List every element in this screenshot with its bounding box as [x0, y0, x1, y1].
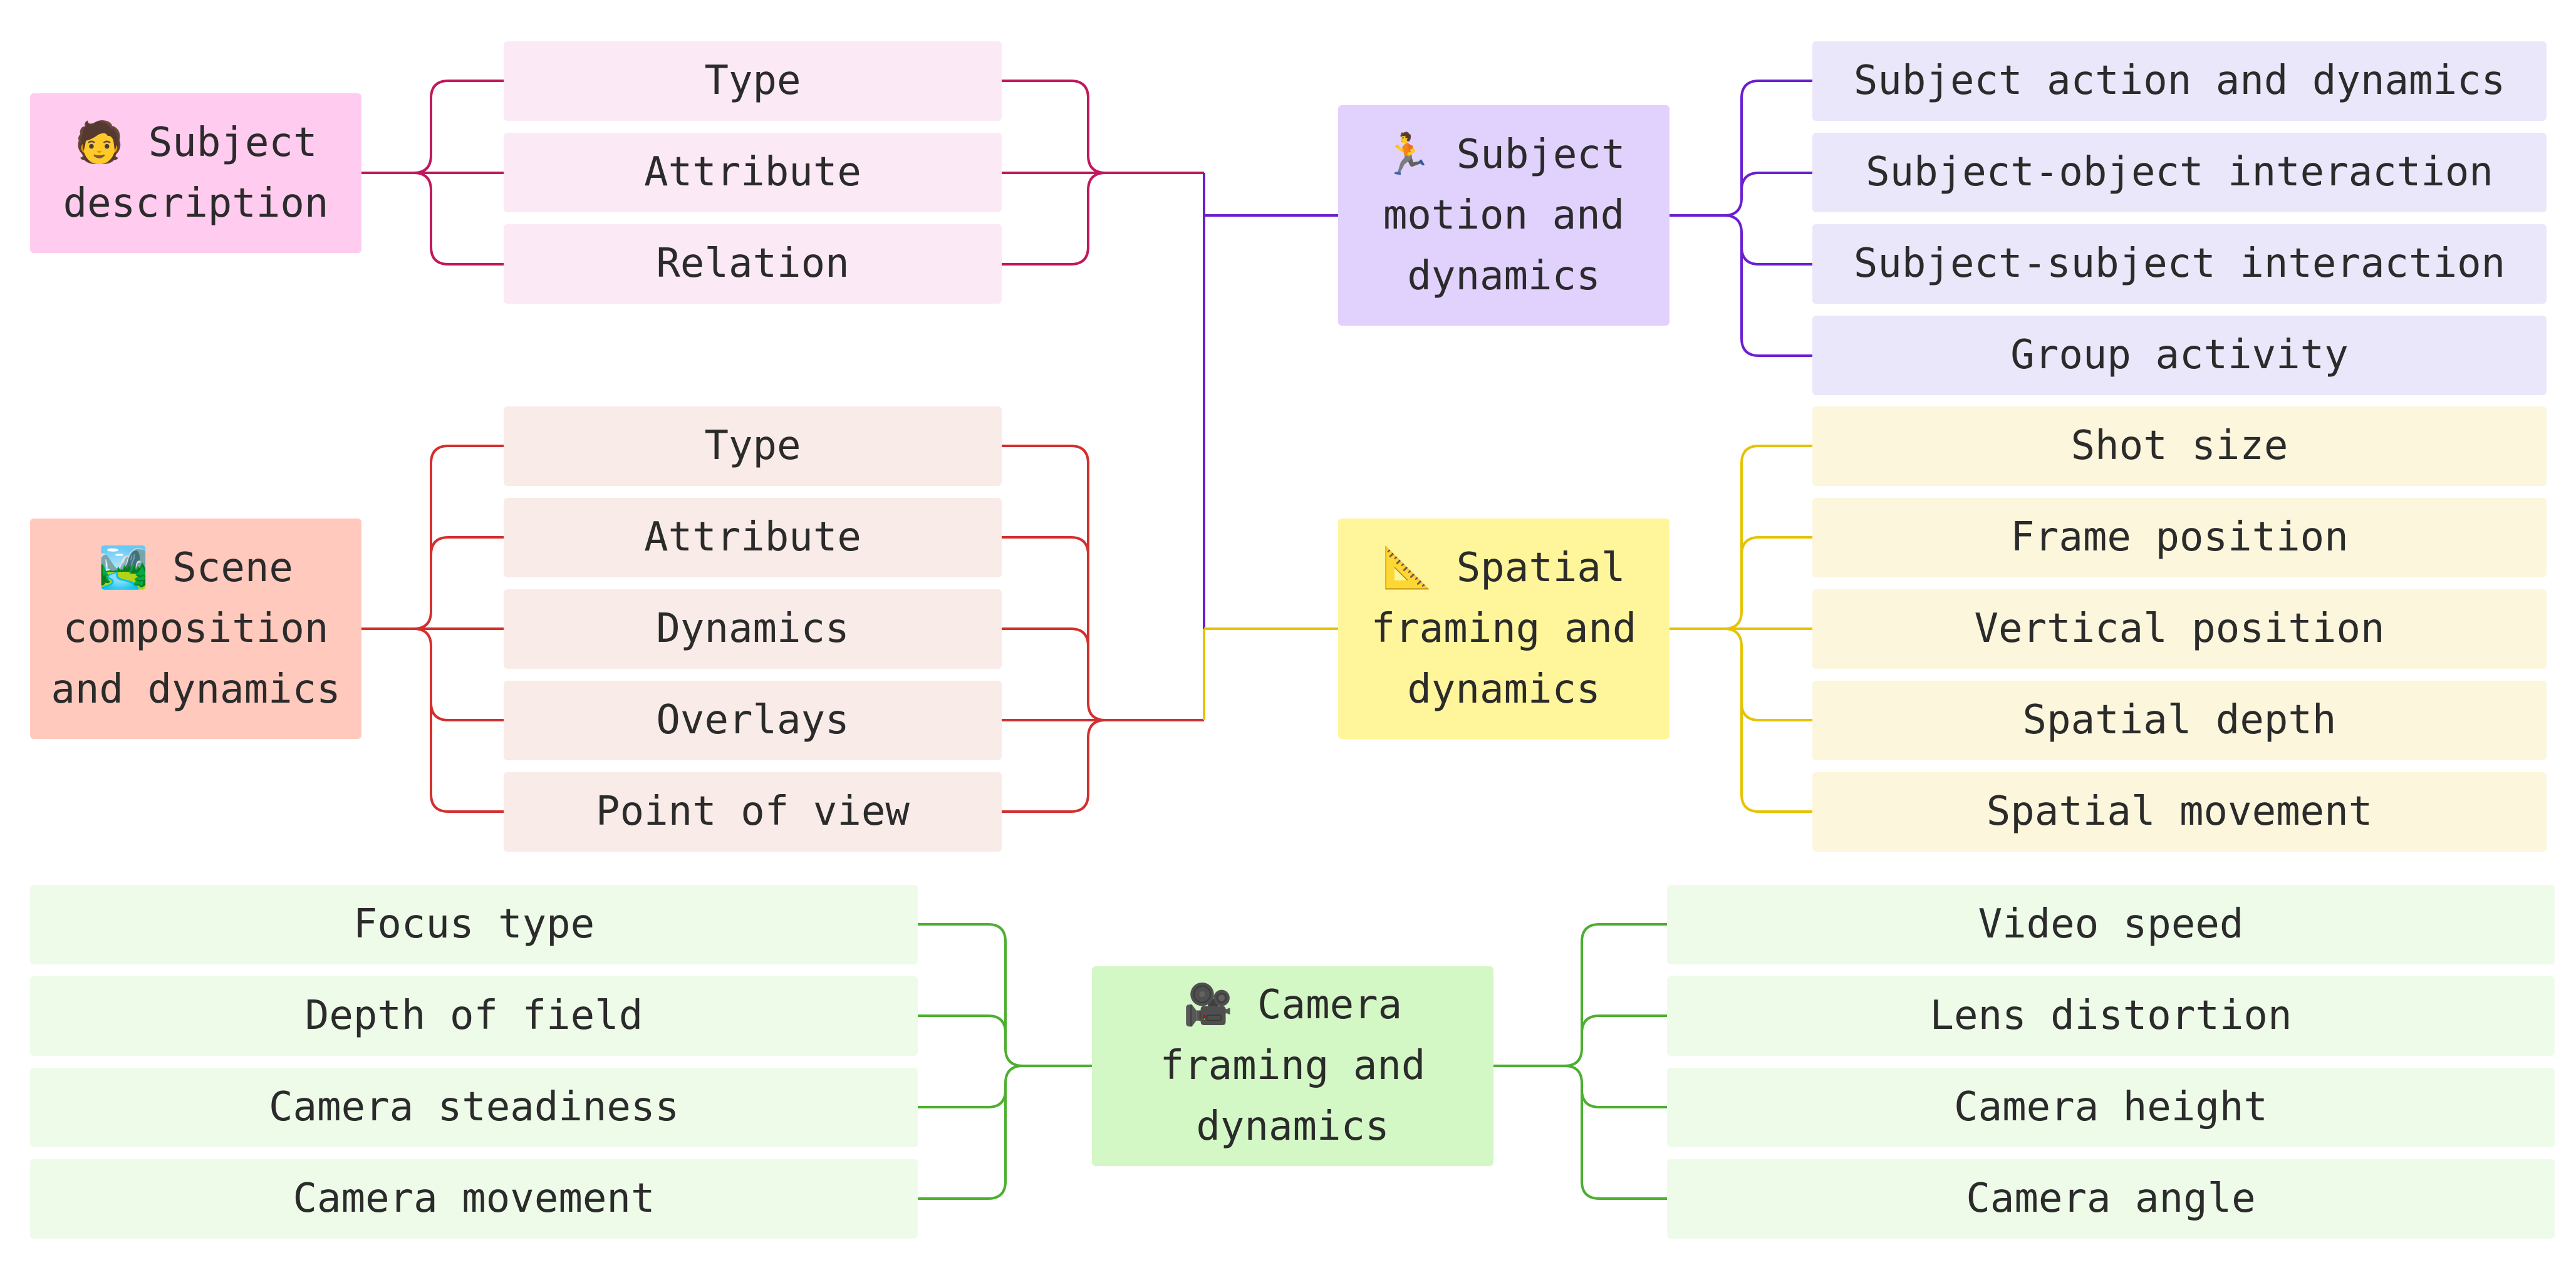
camera-item-video-speed: Video speed: [1667, 885, 2555, 964]
camera-item-depth-of-field: Depth of field: [30, 976, 918, 1056]
scene-item-point-of-view: Point of view: [504, 772, 1002, 852]
spatial-item-spatial-movement: Spatial movement: [1812, 772, 2547, 852]
subject-description-item-attribute: Attribute: [504, 133, 1002, 212]
scene-outgoing-connector: [1002, 445, 1204, 813]
spatial-item-vertical-position: Vertical position: [1812, 589, 2547, 669]
spatial-connector: [1670, 445, 1812, 813]
subject-description-item-relation: Relation: [504, 224, 1002, 304]
camera-item-lens-distortion: Lens distortion: [1667, 976, 2555, 1056]
spatial-item-spatial-depth: Spatial depth: [1812, 681, 2547, 760]
camera-left-connector: [918, 923, 1092, 1200]
subject-description-node: 🧑 Subject description: [30, 93, 361, 253]
subject-description-outgoing-connector: [1002, 80, 1204, 266]
spatial-item-shot-size: Shot size: [1812, 406, 2547, 486]
spatial-framing-node: 📐 Spatial framing and dynamics: [1338, 519, 1670, 739]
motion-item-group-activity: Group activity: [1812, 316, 2547, 395]
spatial-item-frame-position: Frame position: [1812, 498, 2547, 577]
subject-motion-node: 🏃 Subject motion and dynamics: [1338, 105, 1670, 326]
scene-item-dynamics: Dynamics: [504, 589, 1002, 669]
subject-description-connector: [361, 80, 504, 266]
motion-item-subject-subject: Subject-subject interaction: [1812, 224, 2547, 304]
motion-item-subject-action: Subject action and dynamics: [1812, 41, 2547, 121]
scene-item-type: Type: [504, 406, 1002, 486]
camera-item-camera-height: Camera height: [1667, 1068, 2555, 1147]
scene-item-attribute: Attribute: [504, 498, 1002, 577]
subject-description-item-type: Type: [504, 41, 1002, 121]
motion-connector: [1670, 80, 1812, 357]
camera-item-camera-angle: Camera angle: [1667, 1159, 2555, 1239]
camera-framing-node: 🎥 Camera framing and dynamics: [1092, 966, 1493, 1166]
scene-connector: [361, 445, 504, 813]
camera-item-camera-movement: Camera movement: [30, 1159, 918, 1239]
camera-item-focus-type: Focus type: [30, 885, 918, 964]
camera-right-connector: [1493, 923, 1667, 1200]
motion-item-subject-object: Subject-object interaction: [1812, 133, 2547, 212]
camera-item-camera-steadiness: Camera steadiness: [30, 1068, 918, 1147]
scene-item-overlays: Overlays: [504, 681, 1002, 760]
scene-composition-node: 🏞️ Scene composition and dynamics: [30, 519, 361, 739]
